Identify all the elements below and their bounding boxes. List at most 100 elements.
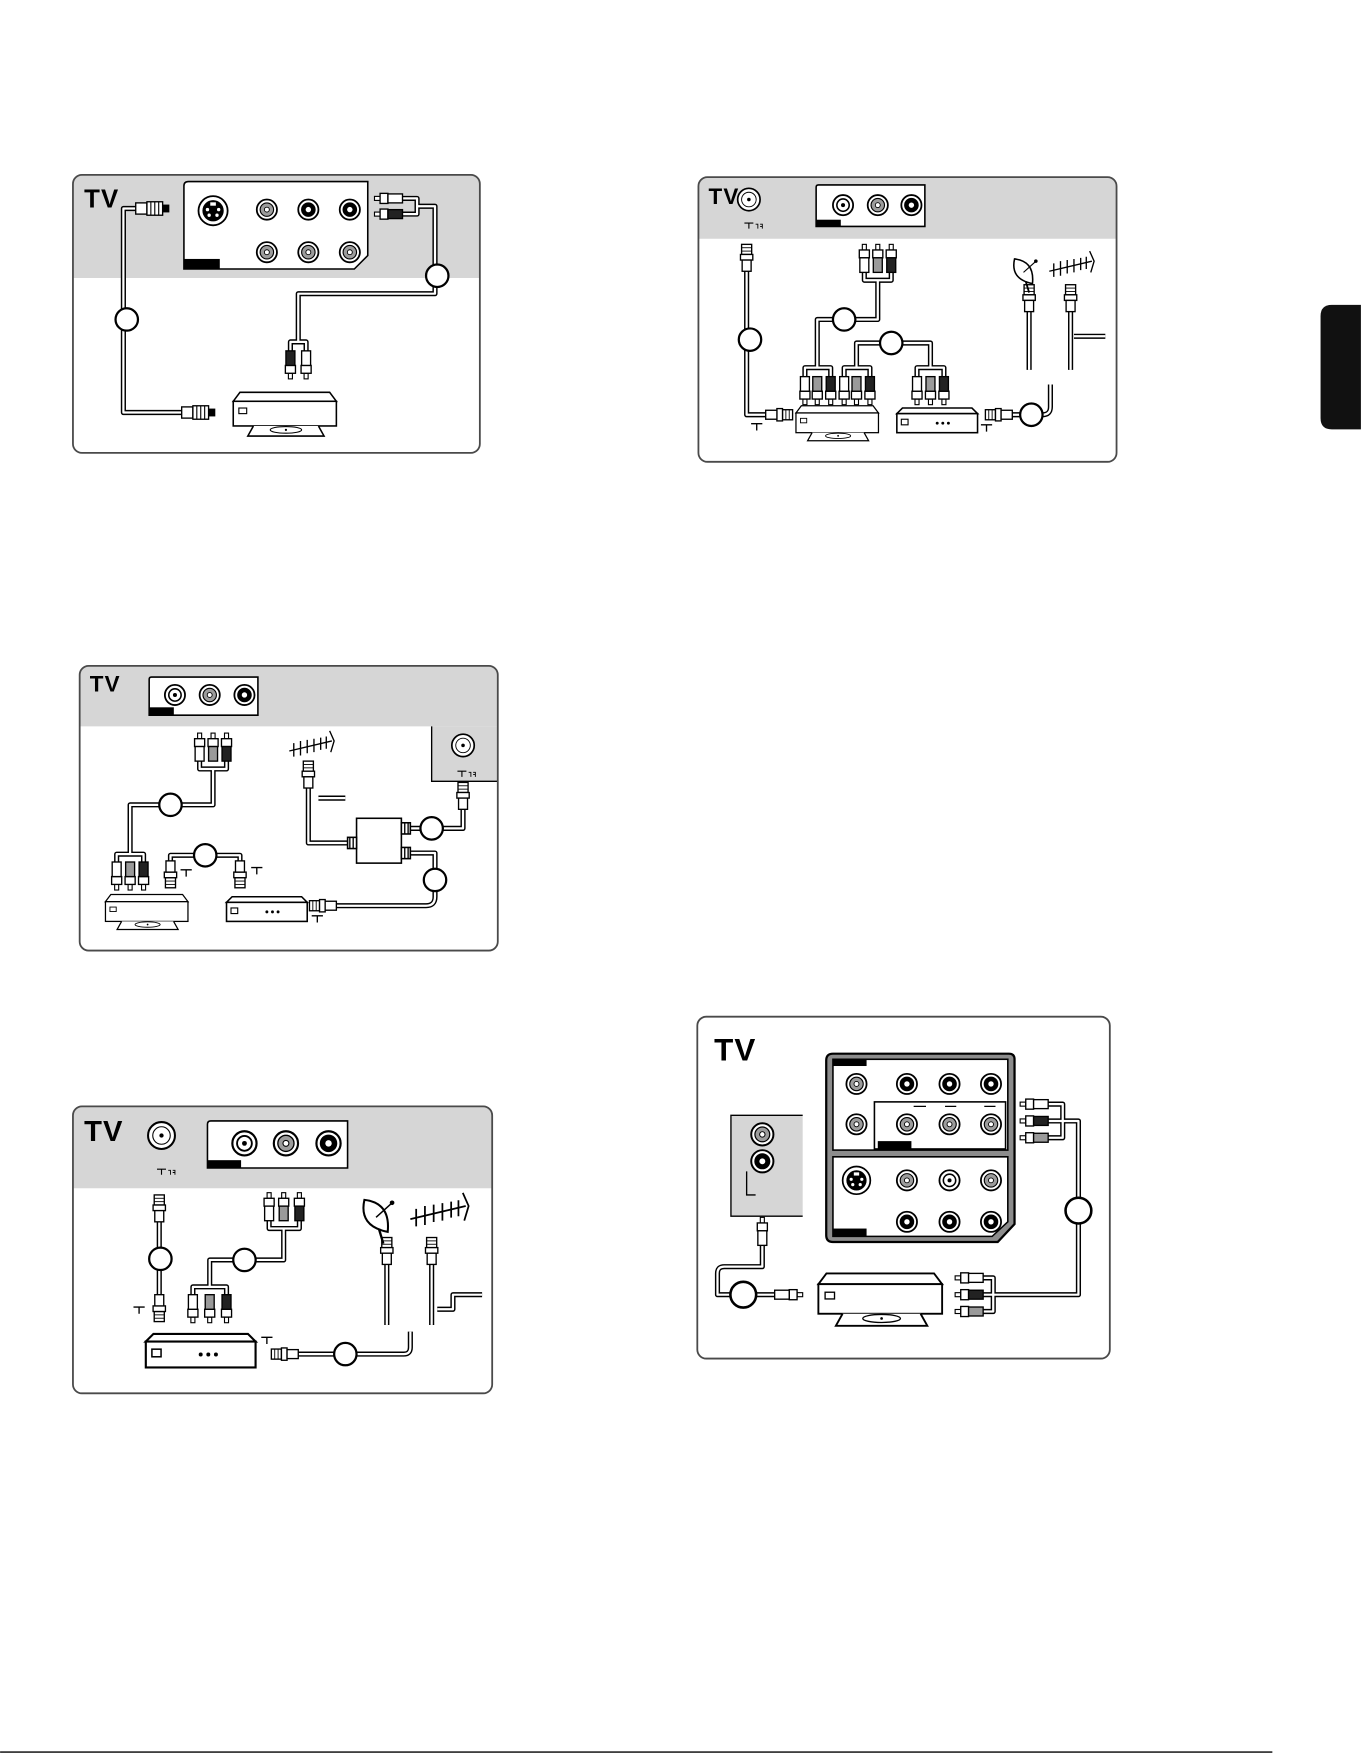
rca-jack [897, 1212, 917, 1232]
dvd-player [818, 1273, 942, 1325]
s-video-plug [182, 406, 216, 419]
s-video-jack [198, 196, 227, 225]
tv-label: TV [714, 1032, 756, 1067]
cable-number-circle [730, 1282, 756, 1308]
cable-number-circle [420, 817, 442, 839]
rca-plug [1020, 1099, 1048, 1109]
rca-plug [208, 733, 218, 761]
cable-number-circle [159, 794, 181, 816]
rca-plug [757, 1217, 767, 1245]
cable-number-circle [426, 265, 448, 287]
rca-plug [886, 244, 896, 272]
rca-jack [200, 685, 220, 705]
cable-number-circle [334, 1343, 356, 1365]
rca-plug [955, 1306, 983, 1316]
coax-plug [740, 244, 752, 271]
rca-jack [257, 242, 277, 262]
set-top-box [146, 1334, 256, 1368]
dvd-player [796, 406, 879, 441]
rca-plug [865, 377, 875, 405]
rca-plug [939, 377, 949, 405]
coax-plug [457, 782, 469, 809]
antenna-icon [1049, 251, 1094, 277]
rca-jack [981, 1212, 1001, 1232]
rca-jack [901, 195, 921, 215]
rca-jack [165, 685, 185, 705]
cable-number-circle [739, 328, 761, 350]
rca-jack [939, 1074, 959, 1094]
rca-jack [751, 1123, 773, 1145]
ground-symbol-icon [251, 868, 262, 875]
ground-symbol-icon [312, 916, 323, 923]
rca-jack [298, 200, 318, 220]
set-top-box [227, 897, 308, 922]
rca-plug [112, 862, 122, 890]
rca-plug [195, 733, 205, 761]
coax-plug [302, 761, 314, 788]
rca-plug [873, 244, 883, 272]
rca-jack [751, 1150, 773, 1172]
rca-jack [298, 242, 318, 262]
s-video-jack [843, 1167, 871, 1195]
rca-plug [188, 1295, 198, 1323]
rca-plug [139, 862, 149, 890]
rca-jack [897, 1074, 917, 1094]
rca-plug [800, 377, 810, 405]
rca-plug [812, 377, 822, 405]
antenna-socket [452, 734, 474, 756]
rca-plug [221, 1295, 231, 1323]
antenna-cable [437, 1295, 482, 1310]
rca-jack [234, 685, 254, 705]
antenna-socket [148, 1122, 175, 1149]
ground-symbol-icon [261, 1337, 272, 1344]
rca-plug [1020, 1116, 1048, 1126]
set-top-box [897, 408, 978, 433]
rca-plug [925, 377, 935, 405]
rca-jack [846, 1074, 866, 1094]
coax-plug [1023, 285, 1035, 312]
rca-jack [868, 195, 888, 215]
coax-plug [153, 1295, 165, 1322]
tv-label: TV [90, 672, 121, 697]
rca-plug [301, 351, 311, 379]
rca-plug [221, 733, 231, 761]
dvd-player [105, 895, 188, 930]
coax-plug [153, 1195, 165, 1222]
coax-plug [234, 861, 246, 888]
diagram-3-dvd-stb-splitter: TV [80, 666, 498, 951]
cable-number-circle [1020, 404, 1042, 426]
rca-jack [981, 1074, 1001, 1094]
signal-splitter [348, 818, 411, 863]
rca-jack [232, 1131, 256, 1155]
cable-number-circle [833, 308, 855, 330]
cable-number-circle [1066, 1198, 1092, 1224]
tv-label: TV [84, 185, 119, 213]
coax-plug [425, 1238, 437, 1265]
coax-plug [271, 1348, 298, 1360]
diagram-2-dvd-stb-dish: TV [698, 177, 1116, 462]
diagram-5-dvd-component: TV [697, 1017, 1110, 1359]
rca-plug [1020, 1133, 1048, 1143]
rca-plug [839, 377, 849, 405]
dvd-player [233, 392, 336, 436]
cable-number-circle [233, 1249, 255, 1271]
rca-plug [285, 351, 295, 379]
ground-symbol-icon [751, 424, 762, 431]
cable-number-circle [424, 869, 446, 891]
tv-label: TV [84, 1116, 123, 1148]
rca-plug [775, 1290, 803, 1300]
rca-plug [264, 1193, 274, 1221]
rca-jack [897, 1170, 917, 1190]
ground-symbol-icon [133, 1307, 144, 1314]
rca-jack [340, 200, 360, 220]
tv-label: TV [709, 184, 740, 209]
coax-plug [985, 409, 1012, 421]
rca-plug [851, 377, 861, 405]
ground-symbol-icon [981, 425, 992, 432]
antenna-socket [738, 188, 760, 210]
rca-plug [955, 1290, 983, 1300]
rca-plug [912, 377, 922, 405]
rca-jack [939, 1170, 959, 1190]
coax-plug [766, 409, 793, 421]
